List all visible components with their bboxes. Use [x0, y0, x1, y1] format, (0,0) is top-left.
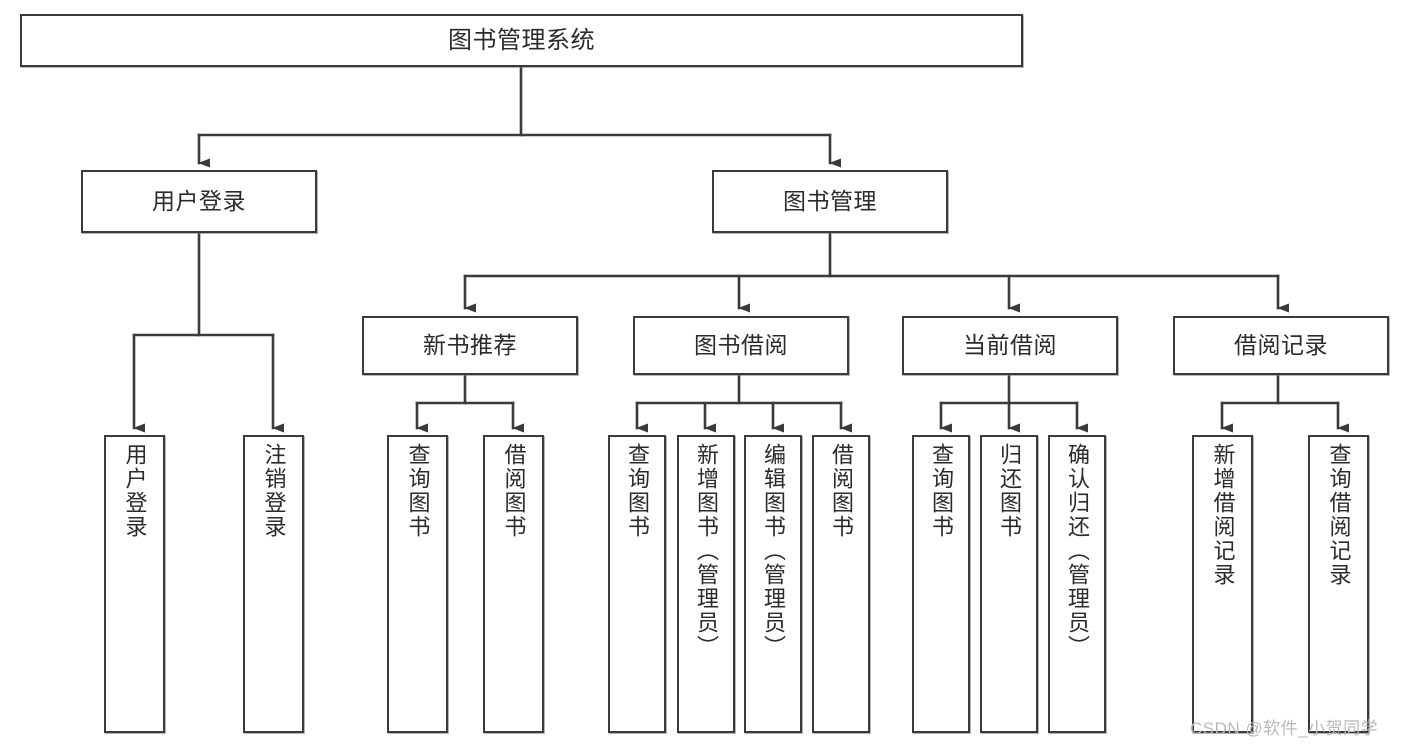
- node-leaf-user-login-label: 用户登录: [122, 443, 148, 539]
- node-leaf-user-login[interactable]: 用户登录: [104, 435, 165, 733]
- csdn-watermark: CSDN @软件_小贺同学: [1190, 719, 1379, 738]
- node-leaf-logout[interactable]: 注销登录: [243, 435, 304, 733]
- node-leaf-query-record[interactable]: 查询借阅记录: [1308, 435, 1369, 733]
- node-leaf-add-book-label: 新增图书（管理员）: [694, 443, 719, 659]
- node-leaf-return-book-label: 归还图书: [997, 443, 1022, 539]
- node-leaf-borrow-book-2-label: 借阅图书: [829, 443, 854, 539]
- node-current-borrow[interactable]: 当前借阅: [902, 316, 1118, 375]
- node-borrow-record[interactable]: 借阅记录: [1173, 316, 1389, 375]
- node-leaf-logout-label: 注销登录: [261, 443, 287, 539]
- node-leaf-edit-book[interactable]: 编辑图书（管理员）: [744, 435, 802, 733]
- node-leaf-return-book[interactable]: 归还图书: [980, 435, 1038, 733]
- node-leaf-add-record-label: 新增借阅记录: [1210, 443, 1236, 587]
- node-leaf-confirm-return[interactable]: 确认归还（管理员）: [1048, 435, 1106, 733]
- node-book-management-label: 图书管理: [783, 188, 877, 215]
- node-leaf-query-book-1-label: 查询图书: [405, 443, 431, 539]
- node-leaf-query-book-3-label: 查询图书: [929, 443, 954, 539]
- node-user-login-label: 用户登录: [152, 188, 246, 215]
- node-leaf-query-book-3[interactable]: 查询图书: [912, 435, 970, 733]
- node-book-borrow[interactable]: 图书借阅: [633, 316, 849, 375]
- node-leaf-confirm-return-label: 确认归还（管理员）: [1065, 443, 1090, 659]
- node-borrow-record-label: 借阅记录: [1234, 332, 1328, 359]
- node-leaf-query-book-2[interactable]: 查询图书: [608, 435, 666, 733]
- node-leaf-add-book[interactable]: 新增图书（管理员）: [677, 435, 735, 733]
- node-leaf-edit-book-label: 编辑图书（管理员）: [761, 443, 786, 659]
- node-leaf-add-record[interactable]: 新增借阅记录: [1192, 435, 1253, 733]
- node-new-book-recommend[interactable]: 新书推荐: [362, 316, 578, 375]
- node-leaf-query-book-1[interactable]: 查询图书: [387, 435, 448, 733]
- node-leaf-borrow-book-1-label: 借阅图书: [501, 443, 527, 539]
- node-current-borrow-label: 当前借阅: [963, 332, 1057, 359]
- node-leaf-borrow-book-2[interactable]: 借阅图书: [812, 435, 870, 733]
- node-leaf-borrow-book-1[interactable]: 借阅图书: [483, 435, 544, 733]
- node-user-login[interactable]: 用户登录: [81, 170, 317, 233]
- node-book-borrow-label: 图书借阅: [694, 332, 788, 359]
- node-root-book-management-system[interactable]: 图书管理系统: [20, 14, 1023, 67]
- node-book-management[interactable]: 图书管理: [712, 170, 948, 233]
- node-root-label: 图书管理系统: [448, 26, 595, 54]
- node-leaf-query-book-2-label: 查询图书: [625, 443, 650, 539]
- node-new-book-recommend-label: 新书推荐: [423, 332, 517, 359]
- node-leaf-query-record-label: 查询借阅记录: [1326, 443, 1352, 587]
